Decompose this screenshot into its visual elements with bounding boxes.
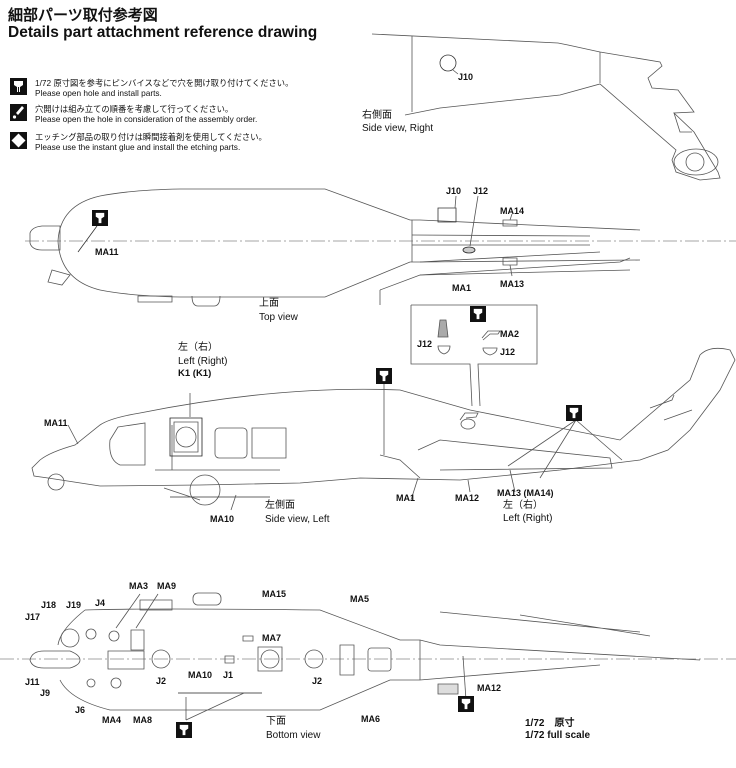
part-label: J11 [25, 677, 40, 687]
part-label: MA1 [396, 493, 416, 503]
drill-icon [458, 696, 474, 712]
part-label: J4 [95, 598, 106, 608]
glue-icon [10, 132, 27, 149]
drill-icon [566, 405, 582, 421]
scale-jp: 1/72 原寸 [525, 718, 575, 729]
legend-en: Please open the hole in consideration of… [35, 114, 258, 124]
legend-jp: エッチング部品の取り付けは瞬間接着剤を使用してください。 [35, 132, 267, 142]
part-label: J12 [500, 347, 516, 357]
side-right-caption-en: Side view, Right [362, 123, 434, 134]
part-label: J19 [66, 600, 82, 610]
part-label: J6 [75, 705, 86, 715]
part-label: MA2 [500, 329, 520, 339]
legend-jp: 穴開けは組み立ての順番を考慮して行ってください。 [35, 104, 234, 114]
part-label: K1 (K1) [178, 368, 212, 379]
part-label: MA4 [102, 715, 122, 725]
bottom-view-drawing [0, 593, 736, 720]
part-label: MA1 [452, 283, 472, 293]
part-label: MA12 [477, 683, 502, 693]
part-label: J12 [473, 186, 489, 196]
tail-caption-en: Left (Right) [503, 513, 553, 524]
drill-icon [92, 210, 108, 226]
legend-item-glue: エッチング部品の取り付けは瞬間接着剤を使用してください。Please use t… [10, 132, 267, 152]
detail-inset-drawing [411, 305, 537, 406]
part-label: MA13 (MA14) [497, 488, 554, 498]
part-label: J2 [156, 676, 167, 686]
part-label: MA13 [500, 279, 525, 289]
side-view-left-drawing [32, 348, 735, 505]
drill-icon [376, 368, 392, 384]
part-label: MA10 [210, 514, 235, 524]
part-label: J17 [25, 612, 41, 622]
part-label: MA10 [188, 670, 213, 680]
part-label: MA8 [133, 715, 153, 725]
part-label: J2 [312, 676, 323, 686]
drill-icon [470, 306, 486, 322]
part-label: MA15 [262, 589, 287, 599]
bottom-caption-en: Bottom view [266, 730, 321, 741]
part-label: MA7 [262, 633, 282, 643]
legend-item-drill: 1/72 原寸図を参考にピンバイスなどで穴を開け取り付けてください。Please… [10, 78, 293, 98]
part-label: MA5 [350, 594, 370, 604]
top-view-drawing [25, 189, 736, 306]
legend-jp: 1/72 原寸図を参考にピンバイスなどで穴を開け取り付けてください。 [35, 78, 294, 88]
part-label: J12 [417, 339, 433, 349]
side-right-caption-jp: 右側面 [362, 110, 392, 121]
part-label: J10 [446, 186, 462, 196]
drill-icon [176, 722, 192, 738]
order-icon [10, 104, 27, 121]
top-caption-jp: 上面 [259, 298, 279, 309]
drill-icon [10, 78, 27, 95]
scale-en: 1/72 full scale [525, 730, 591, 741]
part-label: MA3 [129, 581, 149, 591]
side-left-caption-jp: 左側面 [265, 500, 295, 511]
part-label: J10 [458, 72, 474, 82]
part-label: J18 [41, 600, 57, 610]
k1-caption-jp: 左（右） [178, 342, 218, 353]
bottom-caption-jp: 下面 [266, 716, 286, 727]
legend-en: Please open hole and install parts. [35, 88, 162, 98]
legend-item-order: 穴開けは組み立ての順番を考慮して行ってください。Please open the … [10, 104, 257, 124]
side-left-caption-en: Side view, Left [265, 514, 330, 525]
k1-caption-en: Left (Right) [178, 356, 228, 367]
part-label: MA12 [455, 493, 480, 503]
legend-en: Please use the instant glue and install … [35, 142, 241, 152]
top-caption-en: Top view [259, 312, 298, 323]
tail-caption-jp: 左（右） [503, 500, 543, 511]
part-label: J1 [223, 670, 234, 680]
part-label: MA6 [361, 714, 381, 724]
title-english: Details part attachment reference drawin… [8, 24, 318, 41]
leader-lines [68, 375, 622, 628]
part-label: MA14 [500, 206, 525, 216]
title-japanese: 細部パーツ取付参考図 [8, 7, 158, 24]
part-label: J9 [40, 688, 51, 698]
part-label: MA11 [95, 247, 119, 257]
part-label: MA11 [44, 418, 68, 428]
part-label: MA9 [157, 581, 177, 591]
side-view-right-drawing [372, 34, 720, 180]
